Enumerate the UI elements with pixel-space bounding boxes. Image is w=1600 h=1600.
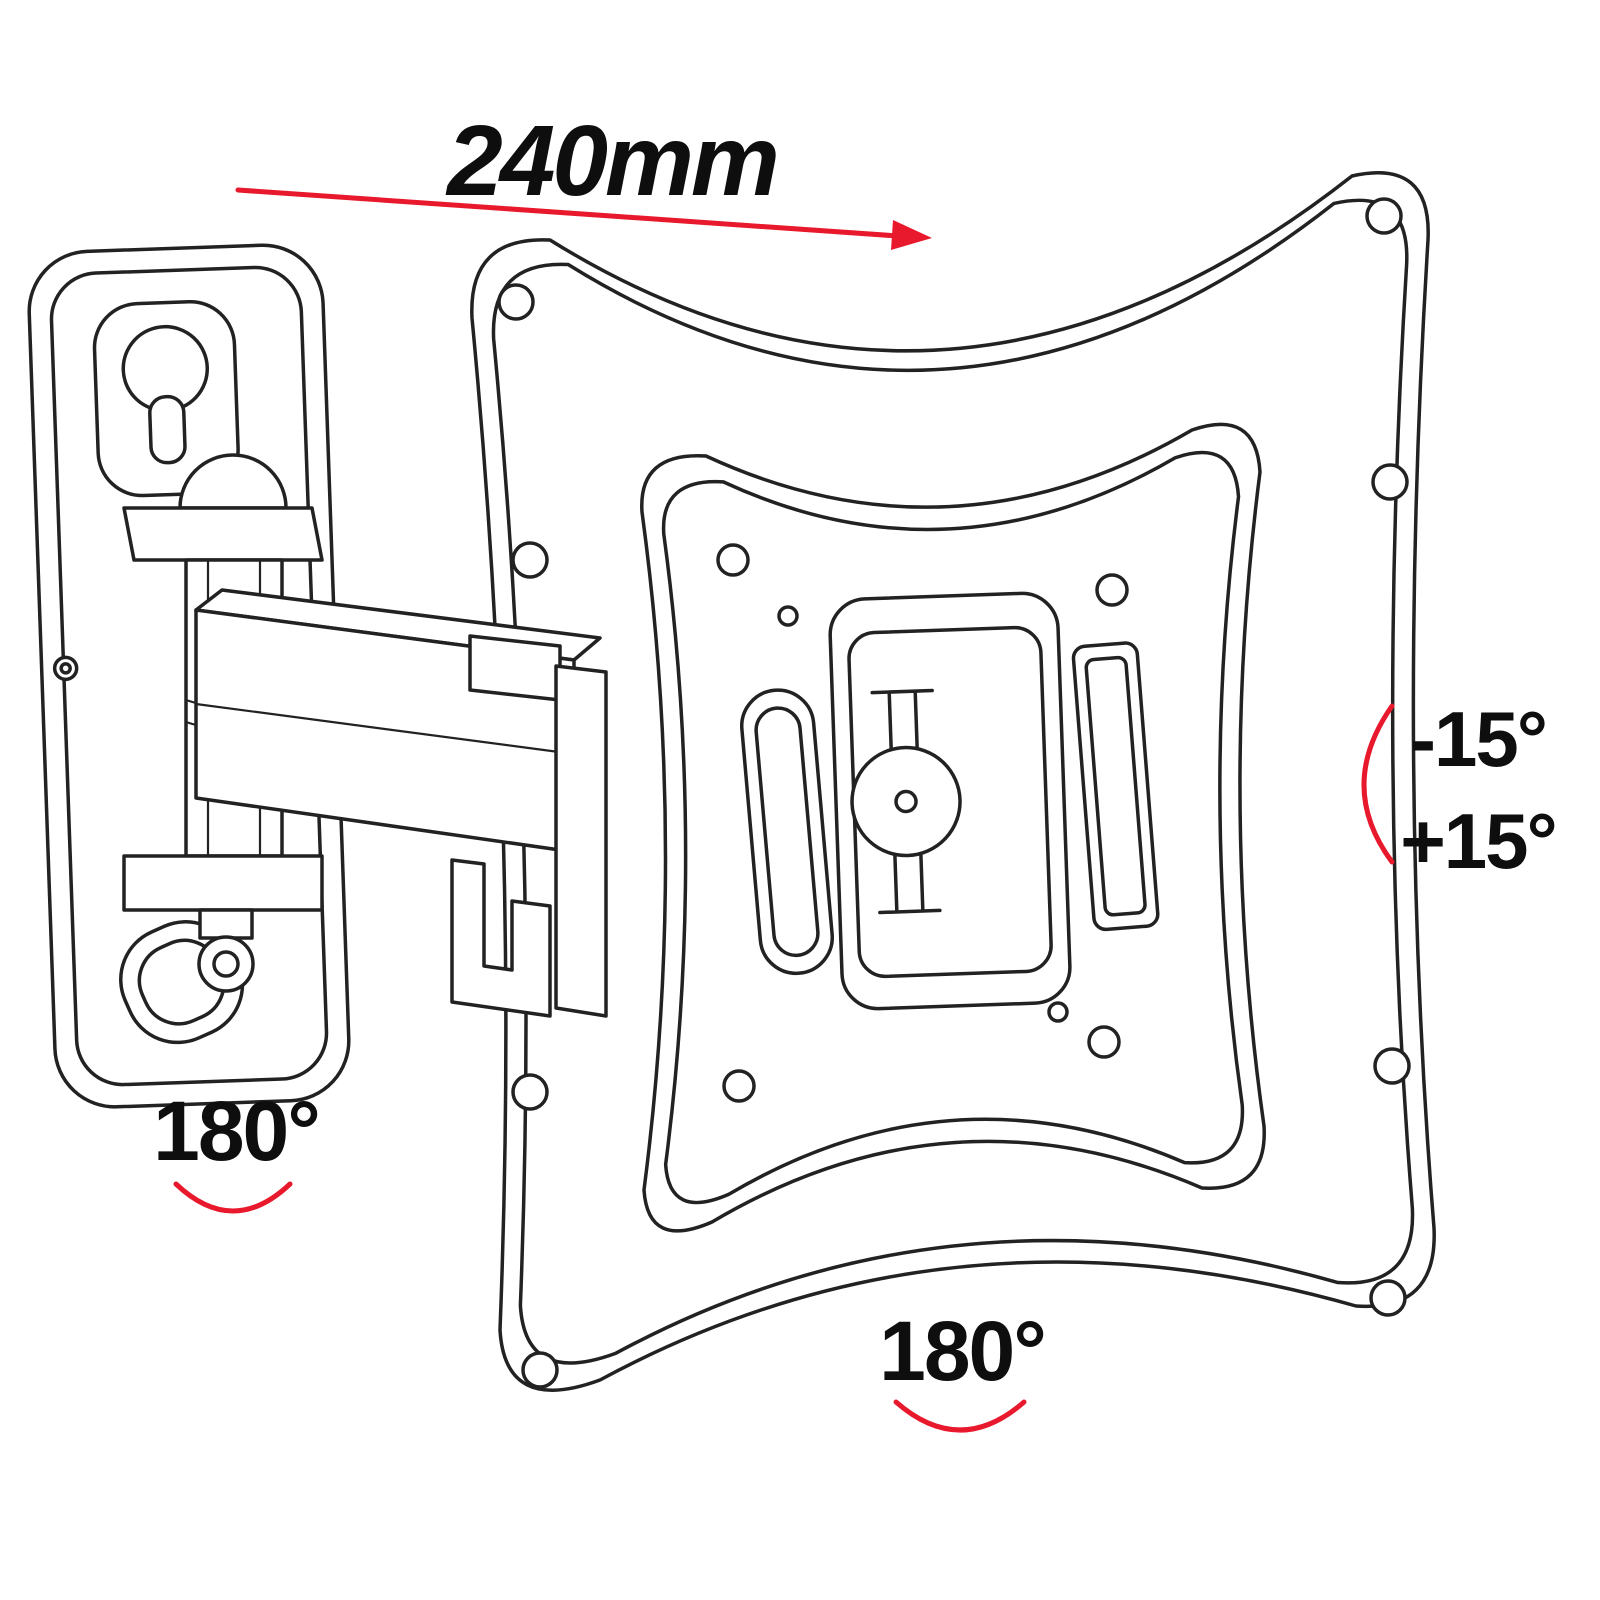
left-slot [740,688,834,976]
dimension-arrowhead [891,220,932,250]
tilt-negative-label: -15° [1410,695,1546,783]
vesa-plate [472,173,1434,1390]
side-hole-center [59,662,72,675]
hinge-bolt-neck [198,908,254,940]
bracket-top-tab [468,634,562,702]
swivel-arc-wall [173,1181,293,1214]
keyhole-slot [148,394,187,465]
mounting-hole [511,1073,549,1111]
dimension-label: 240mm [445,105,777,217]
mounting-hole [521,1351,559,1389]
left-slot-inner [754,706,820,958]
right-slot-inner [1084,655,1147,917]
tilt-clip-lower [878,851,942,915]
tilt-positive-label: +15° [1400,797,1556,885]
mounting-hole [511,541,549,579]
swivel-arc-screen [893,1399,1027,1433]
tilt-adapter [740,591,1160,1011]
dimension-arrow-line [235,187,901,239]
annotation-graphics [173,187,1395,1433]
plate-bracket [450,634,608,1018]
hinge-lower-flange [122,854,324,912]
hinge-upper-flange [122,506,324,562]
mounting-hole [1365,197,1403,235]
arm-crease [194,702,576,756]
bracket-hook [450,858,552,1018]
tilt-knob-center [894,789,918,814]
mounting-hole [497,283,535,321]
vesa-hole [1095,573,1129,607]
bracket-vertical-plate [554,664,608,1018]
mounting-hole [1371,463,1409,501]
hinge-bolt-center [212,950,240,978]
mounting-hole [1369,1279,1407,1317]
tilt-angle-arc [1361,703,1395,865]
vesa-hole [1087,1025,1121,1059]
mounting-hole [1373,1047,1411,1085]
swivel-wall-label: 180° [153,1084,319,1178]
tilt-clip-upper [870,688,934,752]
vesa-hole [722,1069,756,1103]
swivel-screen-label: 180° [879,1304,1045,1398]
vesa-hole [716,543,750,577]
vesa-hole-small [777,605,799,627]
right-slot [1071,641,1160,932]
vesa-hole-small [1047,1001,1069,1023]
hinge-dome [178,453,288,510]
